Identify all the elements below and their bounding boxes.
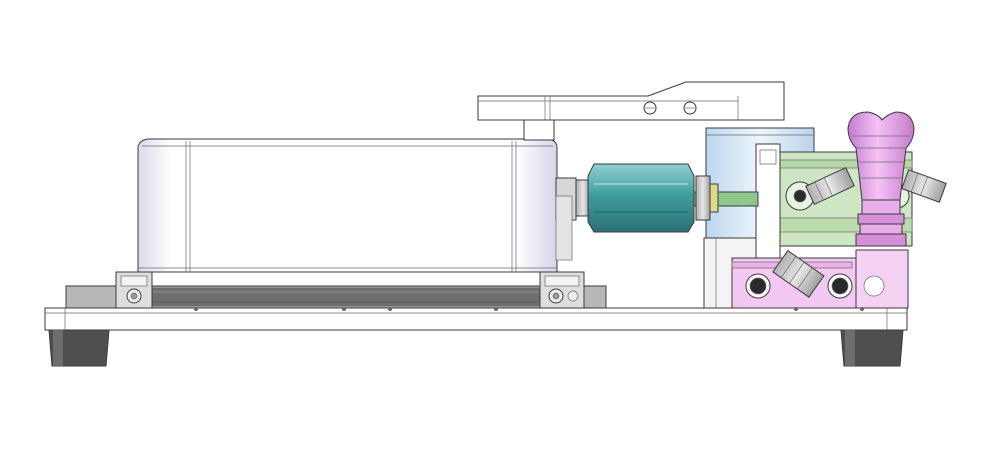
valve-fitting-left <box>805 166 855 206</box>
angled-fitting <box>772 249 825 298</box>
mounting-plate <box>65 285 607 309</box>
base-screws <box>194 307 864 311</box>
left-clamp <box>115 271 153 309</box>
top-clamp-arm <box>477 81 785 141</box>
guide-plate <box>755 143 781 261</box>
teal-fitting <box>575 163 695 233</box>
main-housing <box>137 138 558 273</box>
side-bracket <box>555 177 577 261</box>
right-foot <box>840 329 904 367</box>
piston-rod <box>693 175 759 221</box>
right-clamp <box>539 271 585 309</box>
valve-fitting-right <box>901 169 947 203</box>
base-plate <box>44 307 908 331</box>
left-foot <box>48 329 110 367</box>
pink-valve <box>847 111 915 247</box>
